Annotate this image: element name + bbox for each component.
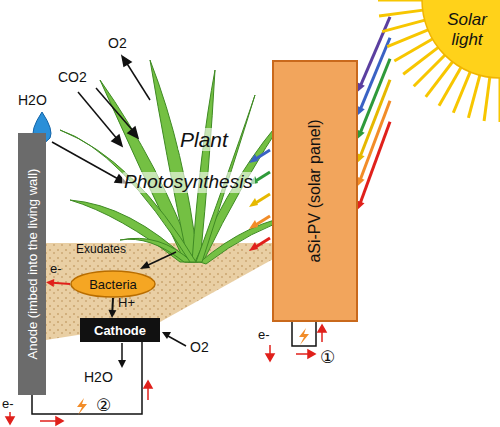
sun: Solar light [390, 0, 500, 140]
connector-arrow [357, 122, 390, 210]
chemical-label: H2O [84, 370, 113, 385]
chemical-label: H2O [18, 93, 47, 108]
h2o-arrow [121, 343, 123, 362]
solar-panel: aSi-PV (solar panel) [272, 60, 358, 322]
node-label: Cathode [94, 323, 146, 338]
gas-arrows [52, 56, 150, 183]
process-label: Photosynthesis [122, 172, 255, 193]
node-label: Solar light [440, 10, 494, 51]
edge-label: H+ [118, 296, 135, 310]
edge-label: e- [50, 262, 62, 276]
chemical-label: O2 [108, 36, 127, 51]
callout-number: ② [96, 396, 111, 415]
connector-arrow [108, 298, 116, 318]
electron-label: e- [2, 397, 14, 411]
callout-number: ① [320, 348, 335, 367]
chemical-label: CO2 [58, 70, 87, 85]
lightning [77, 398, 87, 415]
node-label: aSi-PV (solar panel) [306, 119, 324, 262]
current-arrows [266, 325, 326, 361]
plant [60, 60, 300, 264]
chemical-label: O2 [190, 340, 209, 355]
light-rays [254, 150, 270, 248]
connector-arrow [357, 101, 390, 186]
light-heads [249, 154, 258, 251]
lightning [299, 328, 309, 345]
exudates-label: Exudates [76, 243, 126, 256]
connector-arrow [357, 80, 390, 162]
connector-arrow [357, 59, 390, 139]
node-label: Anode (imbed into the living wall) [25, 169, 40, 360]
o2-head [162, 332, 171, 339]
node-label: Bacteria [89, 277, 137, 292]
h2o-head [118, 360, 126, 368]
bacteria-ellipse: Bacteria [70, 270, 156, 298]
circuit-wire [292, 322, 316, 346]
electron-label: e- [258, 328, 270, 342]
exudates-head [140, 261, 150, 269]
exudates-arrow [146, 252, 176, 266]
connector-arrow [46, 279, 70, 287]
cathode-electrode: Cathode [80, 318, 160, 342]
plant-label: Plant [178, 128, 230, 151]
o2-arrow [168, 336, 186, 346]
circuit-wire [32, 342, 142, 414]
anode-electrode: Anode (imbed into the living wall) [18, 133, 46, 395]
